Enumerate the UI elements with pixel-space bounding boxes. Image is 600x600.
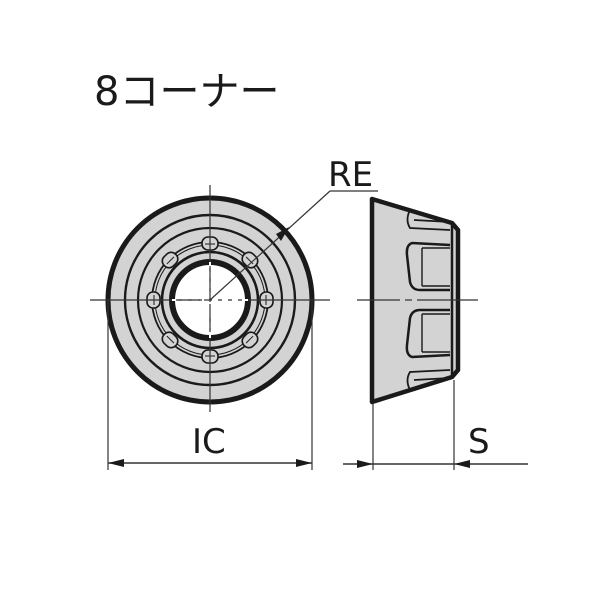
insert-top-view [90,185,330,412]
re-leader-line [209,190,331,301]
ic-arrow-right-icon [296,459,312,467]
re-arrow-icon [276,227,289,241]
ic-arrow-left-icon [108,459,124,467]
re-label: RE [328,155,373,195]
s-arrow-left-icon [357,460,373,468]
re-dimension: RE [209,155,378,301]
ic-dimension: IC [107,300,313,470]
insert-side-view [357,196,478,405]
ic-label: IC [192,422,226,462]
lower-pocket [405,308,451,359]
drawing-title: 8コーナー [94,69,279,115]
s-dimension: S [343,380,528,470]
upper-pocket [405,241,451,292]
s-label: S [468,422,490,462]
s-arrow-right-icon [454,460,470,468]
